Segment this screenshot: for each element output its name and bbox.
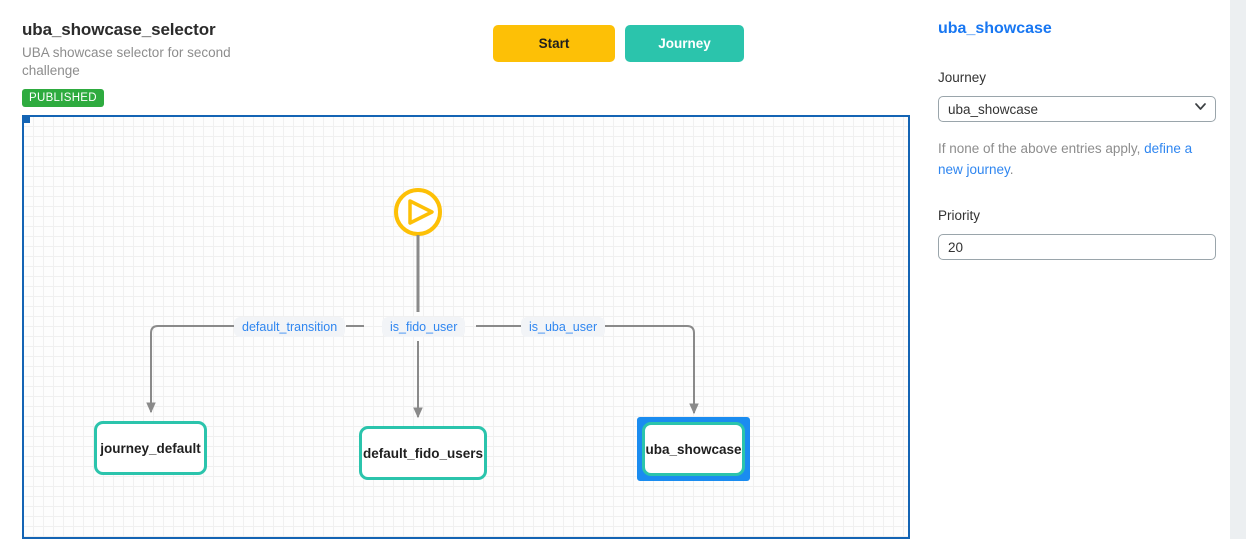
edge-label-default-transition[interactable]: default_transition bbox=[234, 317, 346, 337]
canvas-resize-handle[interactable] bbox=[24, 117, 30, 123]
node-uba-showcase-selection[interactable]: uba_showcase bbox=[637, 417, 750, 481]
node-default-fido-users[interactable]: default_fido_users bbox=[359, 426, 487, 480]
journey-select[interactable]: uba_showcase bbox=[938, 96, 1216, 122]
edge-label-is-fido-user[interactable]: is_fido_user bbox=[382, 317, 466, 337]
status-badge: PUBLISHED bbox=[22, 89, 104, 107]
journey-help-text: If none of the above entries apply, defi… bbox=[938, 138, 1220, 180]
priority-input[interactable] bbox=[938, 234, 1216, 260]
journey-help-suffix: . bbox=[1009, 162, 1014, 177]
journey-field-label: Journey bbox=[938, 70, 987, 85]
define-new-journey-link[interactable]: define a new journey bbox=[938, 141, 1193, 177]
graph-connectors bbox=[146, 188, 699, 419]
start-node-icon bbox=[394, 188, 442, 236]
page-subtitle: UBA showcase selector for second challen… bbox=[22, 45, 231, 78]
journey-help-prefix: If none of the above entries apply, bbox=[938, 141, 1145, 156]
start-button[interactable]: Start bbox=[493, 25, 615, 62]
journey-button[interactable]: Journey bbox=[625, 25, 744, 62]
flow-canvas[interactable]: default_transition is_fido_user is_uba_u… bbox=[22, 115, 910, 539]
page-title: uba_showcase_selector bbox=[22, 20, 216, 39]
panel-title: uba_showcase bbox=[938, 20, 1052, 37]
priority-field-label: Priority bbox=[938, 208, 981, 223]
node-uba-showcase[interactable]: uba_showcase bbox=[642, 422, 745, 476]
edge-label-is-uba-user[interactable]: is_uba_user bbox=[521, 317, 606, 337]
node-journey-default[interactable]: journey_default bbox=[94, 421, 207, 475]
